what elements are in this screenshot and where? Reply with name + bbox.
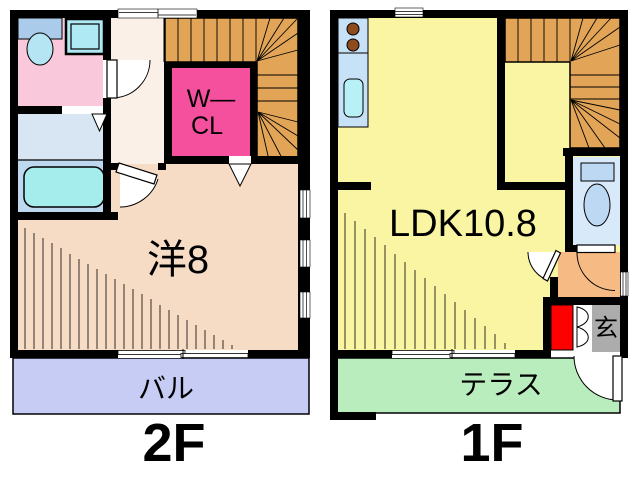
window-1f-right [620, 271, 629, 297]
door-washroom-2f [106, 59, 151, 99]
folding-door-wcl [228, 163, 252, 188]
door-western-room [115, 162, 159, 208]
label-terrace: テラス [459, 369, 542, 400]
label-entrance: 玄 [594, 315, 618, 342]
front-door [573, 355, 623, 402]
window-2f-top [117, 8, 198, 19]
shoe-cabinet-red [550, 304, 574, 351]
floor-1f-plan [330, 7, 629, 420]
room-sanitary-2f [18, 114, 103, 160]
stove-icon [346, 22, 360, 36]
window-2f-right-1 [299, 189, 311, 219]
label-floor-2f: 2F [142, 413, 205, 473]
terrace-left-wall [330, 350, 338, 420]
label-balcony: バル [138, 373, 194, 404]
bathtub-icon [23, 166, 105, 208]
slope-hatch-1f [344, 213, 506, 349]
door-opening-wcl [229, 156, 251, 164]
washing-machine-icon [64, 17, 106, 56]
folding-door-sanitary-2f [91, 113, 108, 133]
room-entrance [592, 305, 620, 352]
label-wcl-line2: CL [191, 112, 223, 140]
stove-icon [346, 38, 360, 52]
label-western-room: 洋8 [147, 238, 209, 282]
bifold-door-icon [576, 306, 589, 348]
label-wcl-line1: W— [187, 85, 236, 113]
label-floor-1f: 1F [460, 413, 523, 473]
door-ldk-hall [527, 249, 562, 282]
window-1f-top [394, 7, 424, 18]
window-2f-right-2 [299, 239, 311, 268]
door-toilet-1f [576, 244, 616, 291]
terrace-bottom-wall [330, 412, 376, 420]
sink-icon [343, 78, 364, 118]
labels: W— CL 洋8 バル 2F LDK10.8 テラス 玄 1F [138, 85, 618, 473]
toilet-icon-1f [580, 162, 615, 227]
kitchen-counter [337, 17, 369, 128]
label-ldk: LDK10.8 [389, 203, 537, 245]
floor-2f-plan [10, 8, 311, 415]
balcony [12, 357, 310, 415]
slope-hatch-2f [24, 228, 233, 349]
toilet-icon-2f [17, 17, 63, 66]
sliding-door-terrace [391, 349, 516, 359]
sliding-door-balcony [117, 349, 249, 359]
door-opening-sanitary-2f [62, 106, 103, 114]
window-2f-right-3 [299, 291, 311, 319]
room-wcl [172, 68, 250, 156]
